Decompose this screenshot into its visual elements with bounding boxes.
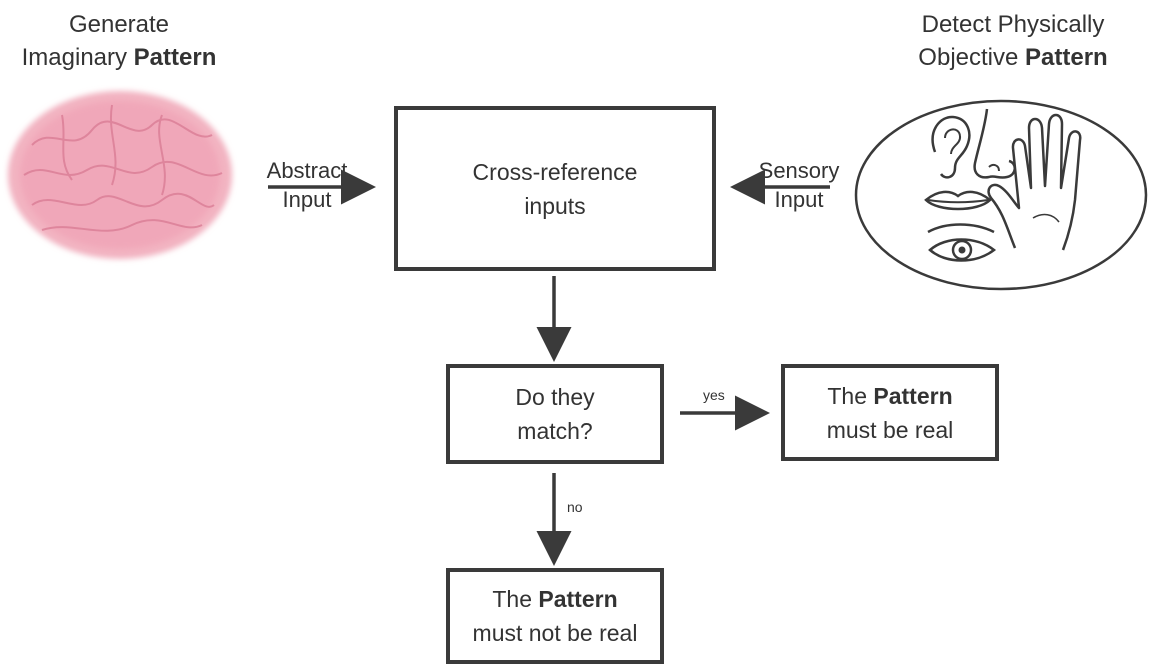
imaginary-pattern-heading: Generate Imaginary Pattern: [0, 8, 238, 74]
ear-icon: [931, 115, 971, 179]
objective-heading-bold: Pattern: [1025, 44, 1108, 71]
brain-icon: [8, 91, 232, 259]
senses-oval: [854, 99, 1148, 291]
lips-icon: [924, 190, 992, 211]
pattern-not-real-box: The Pattern must not be real: [446, 568, 664, 664]
yes-label: yes: [703, 387, 725, 403]
pattern-real-box: The Pattern must be real: [781, 364, 999, 461]
no-label: no: [567, 499, 583, 515]
objective-heading-line1: Detect Physically: [921, 11, 1105, 38]
sensory-input-label: Sensory Input: [758, 158, 840, 212]
hand-icon: [987, 113, 1082, 251]
nose-icon: [973, 108, 1016, 179]
imaginary-heading-bold: Pattern: [133, 44, 217, 71]
match-decision-box: Do they match?: [446, 364, 664, 464]
eye-icon: [927, 223, 997, 262]
abstract-input-label: Abstract Input: [266, 158, 348, 212]
imaginary-heading-line2: Imaginary: [21, 44, 134, 71]
objective-heading-line2: Objective: [918, 44, 1026, 71]
objective-pattern-heading: Detect Physically Objective Pattern: [878, 8, 1148, 74]
cross-reference-box: Cross-reference inputs: [394, 106, 716, 271]
imaginary-heading-line1: Generate: [68, 11, 170, 38]
